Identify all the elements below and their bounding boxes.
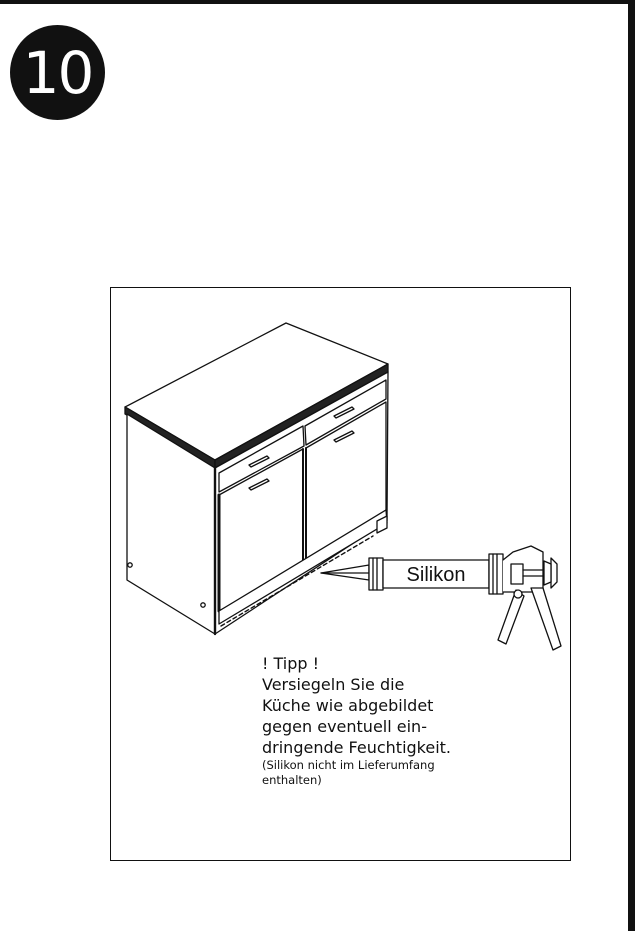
right-border: [628, 0, 635, 931]
cabinet-sealing-illustration: Silikon: [124, 322, 562, 651]
tip-line: gegen eventuell ein-: [262, 717, 427, 736]
tip-text-block: ! Tipp ! Versiegeln Sie die Küche wie ab…: [262, 653, 451, 788]
tip-line: Versiegeln Sie die: [262, 675, 405, 694]
tip-line: dringende Feuchtigkeit.: [262, 738, 452, 757]
top-border: [0, 0, 635, 4]
cabinet-front: [213, 371, 389, 636]
silicone-gun: Silikon: [320, 545, 562, 651]
tip-title: ! Tipp !: [262, 654, 320, 673]
tip-note: (Silikon nicht im Lieferumfang: [262, 758, 435, 772]
cartridge-label: Silikon: [407, 564, 466, 586]
cabinet-side-panel: [126, 413, 216, 635]
instruction-box: Silikon: [110, 287, 571, 861]
step-number-badge: 10: [10, 25, 105, 120]
step-number: 10: [22, 38, 95, 107]
worktop: [124, 322, 389, 469]
tip-note: enthalten): [262, 773, 322, 787]
tip-line: Küche wie abgebildet: [262, 696, 434, 715]
